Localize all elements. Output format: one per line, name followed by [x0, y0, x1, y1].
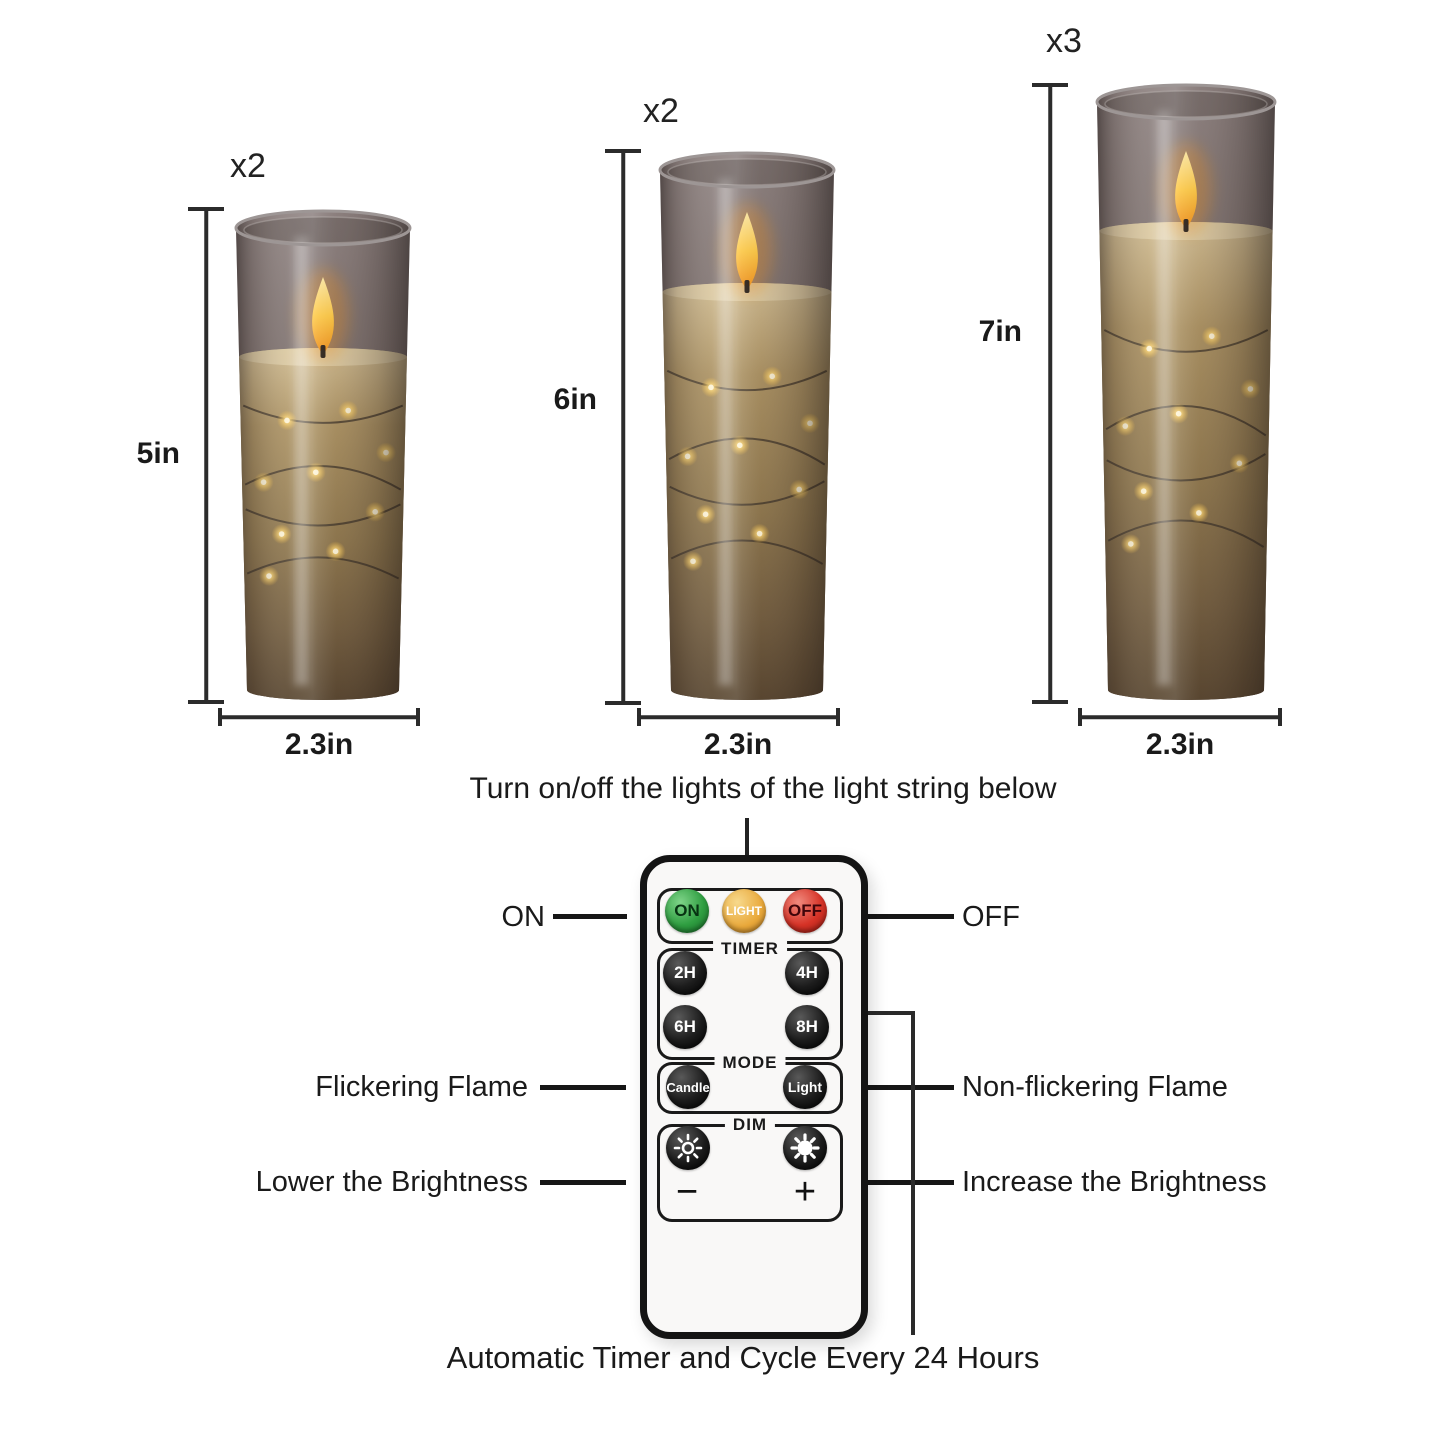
callout-non-flickering-flame: Non-flickering Flame	[962, 1071, 1228, 1103]
sun-bright-icon	[790, 1133, 820, 1163]
timer-2h-button[interactable]: 2H	[663, 951, 707, 995]
dim-group: DIM	[657, 1114, 843, 1222]
callout-lower-brightness: Lower the Brightness	[255, 1166, 528, 1198]
top-note: Turn on/off the lights of the light stri…	[469, 772, 1057, 805]
width-label: 2.3in	[1145, 728, 1215, 761]
callout-line	[553, 914, 627, 919]
width-label: 2.3in	[703, 728, 773, 761]
width-dimension-line	[218, 708, 420, 726]
candle-image	[658, 151, 836, 700]
candle-image	[234, 209, 412, 700]
width-dimension-line	[637, 708, 840, 726]
height-dimension-line	[188, 207, 224, 704]
timer-6h-button[interactable]: 6H	[663, 1005, 707, 1049]
light-button[interactable]: LIGHT	[722, 889, 766, 933]
width-dimension-line	[1078, 708, 1282, 726]
quantity-label: x3	[1046, 22, 1082, 60]
brightness-plus-button[interactable]: +	[793, 1170, 817, 1213]
callout-line	[540, 1180, 626, 1185]
height-label: 7in	[978, 315, 1022, 348]
callout-line	[866, 1180, 954, 1185]
mode-candle-button[interactable]: Candle	[666, 1065, 710, 1109]
callout-line	[866, 1085, 954, 1090]
callout-on: ON	[501, 901, 546, 933]
callout-line	[866, 914, 954, 919]
remote-control: ON LIGHT OFF TIMER 2H 4H 6H 8H MODE Cand…	[640, 855, 868, 1339]
dim-section-label: DIM	[724, 1114, 776, 1136]
mode-group: MODE	[657, 1052, 843, 1114]
callout-off: OFF	[962, 901, 1020, 933]
on-button[interactable]: ON	[665, 889, 709, 933]
timer-group: TIMER	[657, 938, 843, 1060]
callout-line	[540, 1085, 626, 1090]
quantity-label: x2	[643, 92, 679, 130]
callout-increase-brightness: Increase the Brightness	[962, 1166, 1267, 1198]
timer-4h-button[interactable]: 4H	[785, 951, 829, 995]
dim-up-button[interactable]	[783, 1126, 827, 1170]
callout-line	[745, 818, 749, 857]
mode-section-label: MODE	[714, 1052, 786, 1074]
height-dimension-line	[605, 149, 641, 705]
mode-light-button[interactable]: Light	[783, 1065, 827, 1109]
height-dimension-line	[1032, 83, 1068, 704]
candle-image	[1095, 83, 1277, 700]
height-label: 6in	[553, 383, 597, 416]
timer-callout-line	[857, 1011, 914, 1015]
width-label: 2.3in	[284, 728, 354, 761]
height-label: 5in	[136, 437, 180, 470]
bottom-note: Automatic Timer and Cycle Every 24 Hours	[446, 1340, 1040, 1375]
timer-section-label: TIMER	[713, 938, 787, 960]
off-button[interactable]: OFF	[783, 889, 827, 933]
timer-8h-button[interactable]: 8H	[785, 1005, 829, 1049]
brightness-minus-button[interactable]: −	[675, 1170, 699, 1213]
timer-callout-line	[911, 1011, 915, 1335]
dim-down-button[interactable]	[666, 1126, 710, 1170]
callout-flickering-flame: Flickering Flame	[315, 1071, 528, 1103]
quantity-label: x2	[230, 147, 266, 185]
sun-dim-icon	[673, 1133, 703, 1163]
